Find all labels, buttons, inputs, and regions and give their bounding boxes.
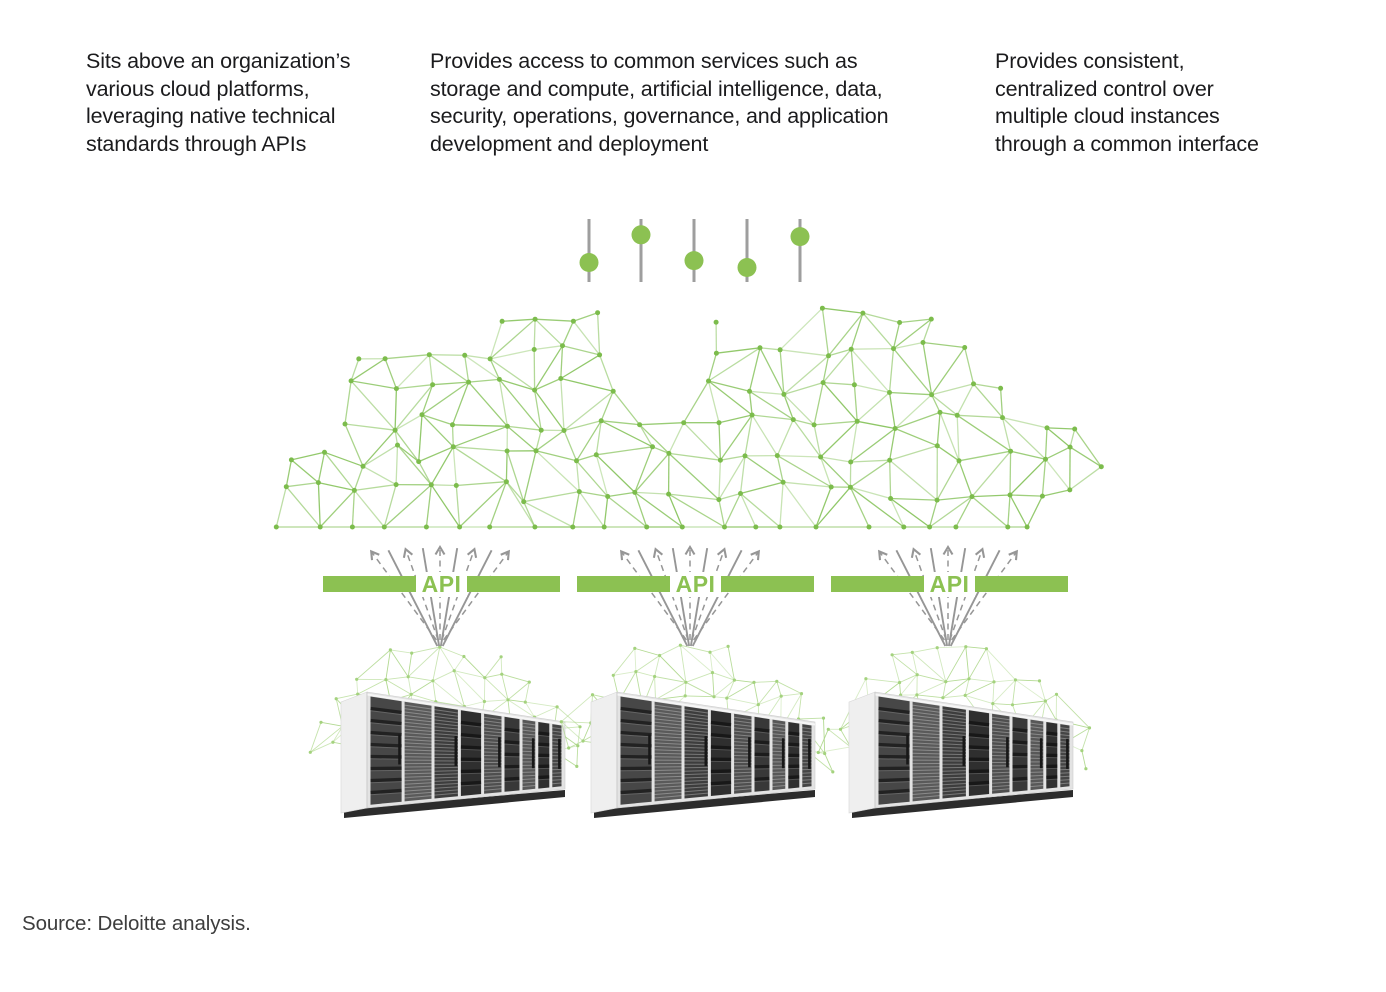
cloud-platform-cluster-2 [559,544,835,818]
slider-icon [631,219,651,282]
api-bar-label: API [923,571,976,597]
slider-icon [737,219,757,282]
slider-icon [579,219,599,282]
api-bar-label: API [415,571,468,597]
server-rack-illustration [590,691,816,818]
server-rack-illustration [340,691,566,818]
description-center: Provides access to common services such … [430,49,889,156]
api-bar-left: API [323,571,560,597]
description-right: Provides consistent, centralized control… [995,49,1259,156]
description-left: Sits above an organization’s various clo… [86,49,351,156]
api-arrows-icon [877,544,1019,647]
config-sliders [579,219,810,282]
server-rack-illustration [848,691,1074,818]
slider-icon [684,219,704,282]
api-bar-label: API [669,571,722,597]
large-cloud-mesh [273,305,1104,530]
cloud-platform-cluster-3 [816,544,1092,818]
api-bar-right: API [831,571,1068,597]
cloud-platform-cluster-1 [308,544,582,818]
api-bar-center: API [577,571,814,597]
api-arrows-icon [619,544,761,647]
slider-icon [790,219,810,282]
api-arrows-icon [369,544,511,647]
source-note: Source: Deloitte analysis. [22,912,251,935]
